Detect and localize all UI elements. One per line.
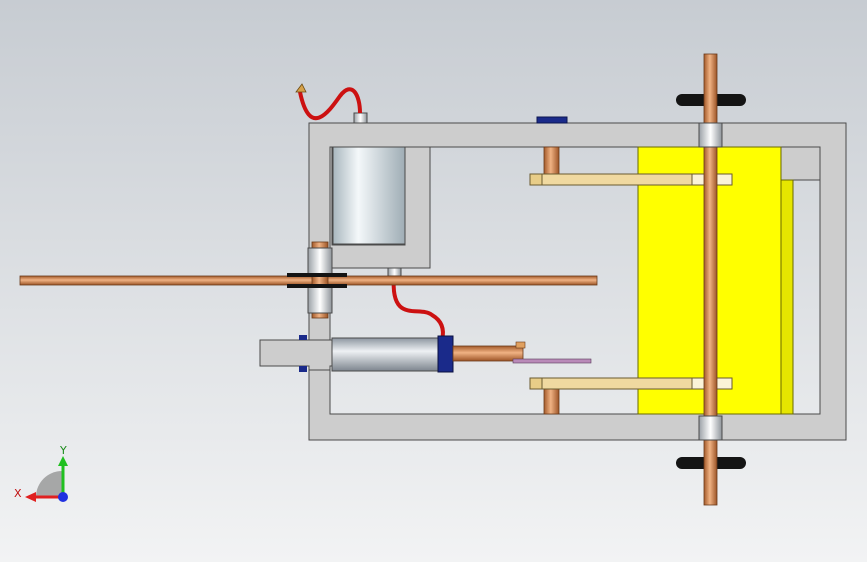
- y-axis-arrow: [58, 456, 68, 466]
- pneumatic-cylinder: [331, 335, 526, 373]
- wire-top-tip: [295, 83, 307, 93]
- axle-bushing-bottom: [698, 415, 723, 441]
- top-fitting: [353, 112, 368, 124]
- x-axis-arrow: [25, 492, 36, 502]
- wire-top: [298, 87, 362, 120]
- vertical-axle: [703, 53, 718, 506]
- coordinate-triad: Y X: [14, 444, 68, 502]
- motor-body: [332, 146, 406, 245]
- horizontal-rod: [19, 275, 598, 286]
- triad-arc: [36, 471, 62, 497]
- link-plate: [512, 358, 592, 364]
- mount-blue-left: [299, 335, 307, 340]
- axle-bushing-top: [698, 122, 723, 148]
- mount-blue-bottom: [299, 366, 307, 372]
- small-fitting-middle: [387, 267, 402, 277]
- blue-top-part: [536, 116, 568, 124]
- z-axis-dot: [58, 492, 68, 502]
- y-axis-label: Y: [59, 444, 67, 457]
- left-pivot: [287, 241, 347, 319]
- wire-bottom: [391, 275, 445, 341]
- x-axis-label: X: [14, 487, 22, 500]
